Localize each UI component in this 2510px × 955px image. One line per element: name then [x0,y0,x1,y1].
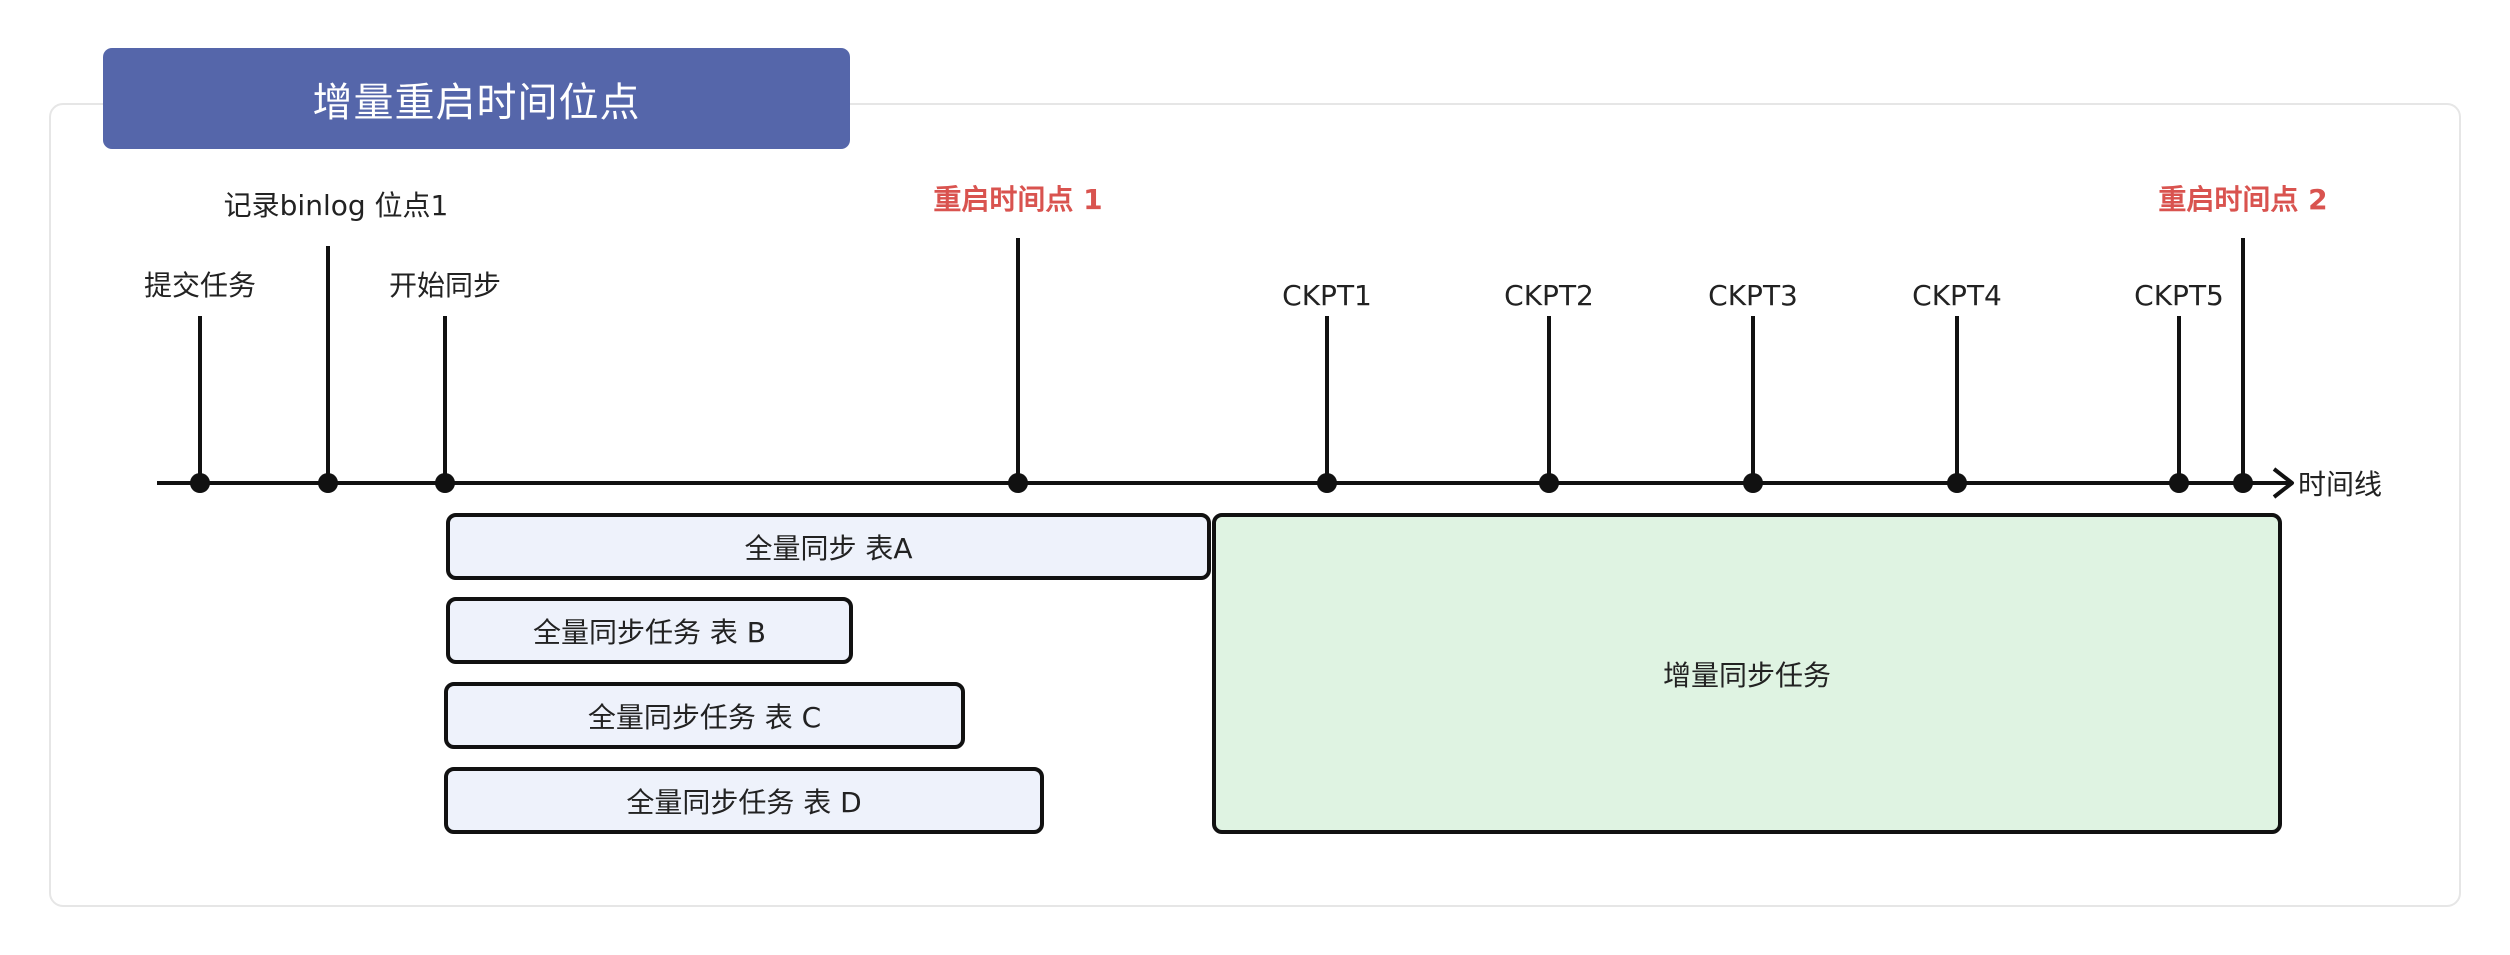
dot-ckpt4 [1947,473,1967,493]
task-full-sync-c: 全量同步任务 表 C [444,682,965,749]
label-ckpt4: CKPT4 [1912,279,2002,312]
task-full-sync-d: 全量同步任务 表 D [444,767,1044,834]
timeline-arrow-icon [2272,467,2294,499]
label-ckpt3: CKPT3 [1708,279,1798,312]
label-ckpt5: CKPT5 [2134,279,2224,312]
label-start-sync: 开始同步 [388,269,502,302]
label-ckpt2: CKPT2 [1504,279,1594,312]
dot-restart2 [2233,473,2253,493]
task-full-sync-a: 全量同步 表A [446,513,1211,580]
task-incremental-sync: 增量同步任务 [1212,513,2282,834]
dot-restart1 [1008,473,1028,493]
dot-submit [190,473,210,493]
label-ckpt1: CKPT1 [1282,279,1372,312]
label-binlog: 记录binlog 位点1 [223,189,449,222]
label-submit: 提交任务 [143,269,257,302]
dot-ckpt3 [1743,473,1763,493]
dot-ckpt1 [1317,473,1337,493]
dot-binlog [318,473,338,493]
diagram-title: 增量重启时间位点 [103,48,850,149]
axis-label: 时间线 [2297,468,2383,501]
label-restart2: 重启时间点 2 [2158,183,2328,216]
dot-ckpt2 [1539,473,1559,493]
dot-start-sync [435,473,455,493]
dot-ckpt5 [2169,473,2189,493]
label-restart1: 重启时间点 1 [933,183,1103,216]
task-full-sync-b: 全量同步任务 表 B [446,597,853,664]
